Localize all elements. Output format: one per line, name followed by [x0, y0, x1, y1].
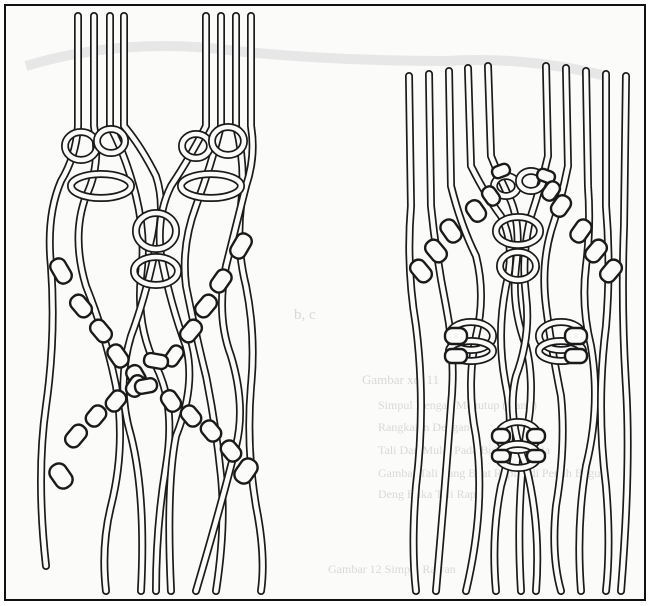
right-knot-18: [527, 429, 545, 443]
right-knot-panel: [407, 66, 628, 591]
right-knot-15: [445, 349, 467, 363]
left-knot-7: [208, 267, 235, 296]
right-knot-19: [492, 450, 510, 462]
right-knot-16: [565, 349, 587, 363]
right-knot-17: [492, 429, 510, 443]
right-knot-20: [527, 450, 545, 462]
left-knot-22: [134, 377, 158, 395]
left-knot-3: [87, 317, 115, 346]
right-knot-14: [565, 328, 587, 344]
right-knot-8: [422, 237, 450, 266]
left-knot-21: [143, 352, 169, 370]
figure-frame: b, c Gambar xo. 11 Simpul Dengan Menutup…: [4, 4, 646, 601]
left-knot-8: [192, 292, 220, 321]
macrame-diagram: [6, 6, 646, 601]
right-knot-13: [445, 328, 467, 344]
left-knot-19: [46, 460, 76, 492]
left-knot-11: [62, 422, 90, 451]
left-cord-4-core: [124, 16, 162, 591]
